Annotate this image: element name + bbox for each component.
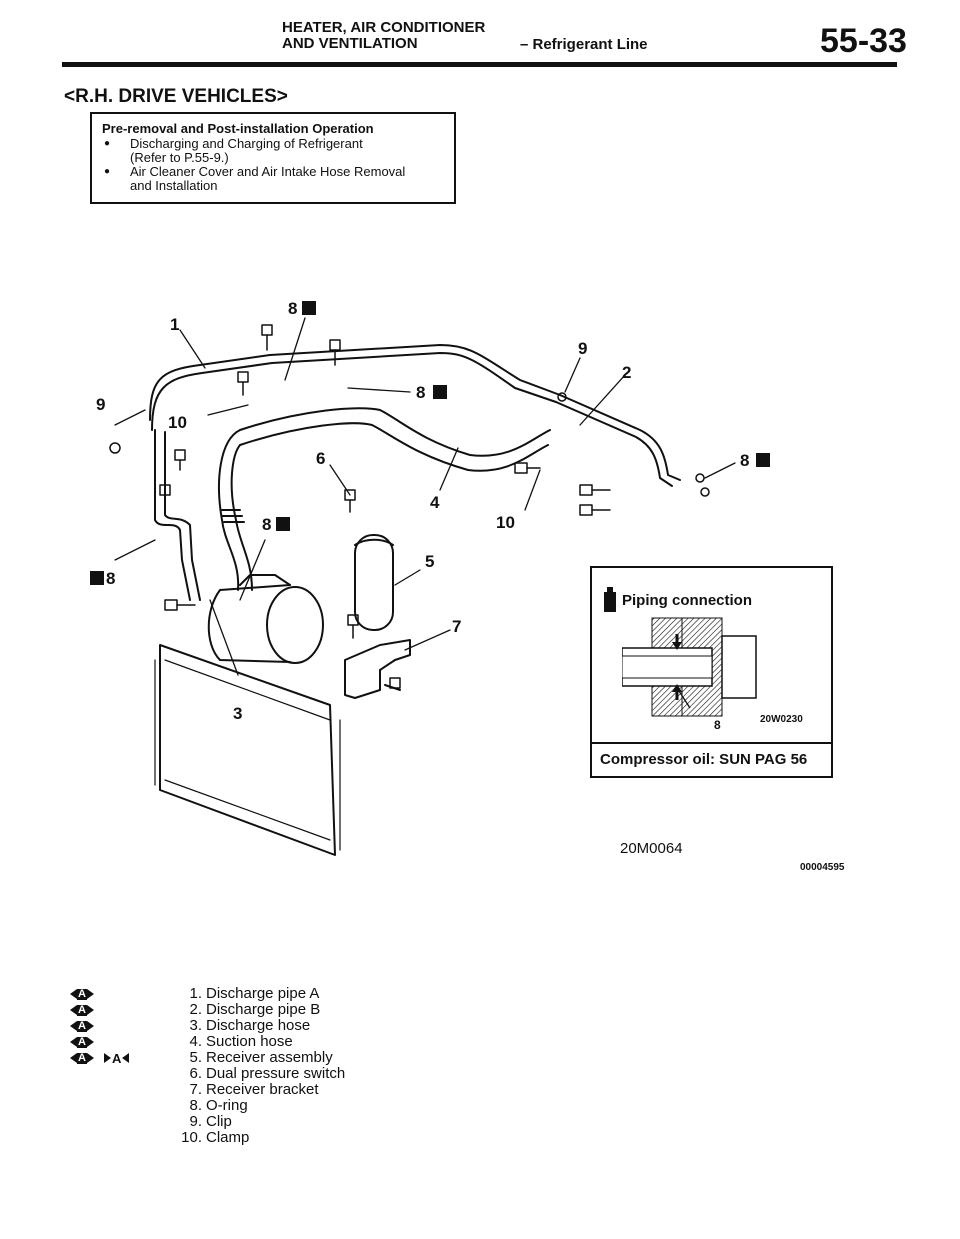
callout-1: 1 — [170, 315, 179, 334]
callout-8-top: 8 — [288, 299, 297, 318]
legend-row: 10.Clamp — [70, 1130, 380, 1146]
piping-connection-figure — [622, 617, 757, 717]
legend-item-text: Receiver assembly — [206, 1049, 333, 1066]
pre-removal-item-2-cont: and Installation — [130, 178, 218, 193]
pre-removal-item-1: Discharging and Charging of Refrigerant — [102, 137, 444, 152]
pre-removal-title: Pre-removal and Post-installation Operat… — [102, 121, 374, 136]
figure-code-page: 00004595 — [800, 862, 845, 873]
callout-8-left: 8 — [106, 569, 115, 588]
receiver-bracket — [344, 639, 411, 699]
removal-service-point-icon: A — [70, 1036, 94, 1048]
discharge-pipe-b — [559, 394, 681, 481]
legend-marks: A — [70, 1036, 180, 1048]
legend-item: 8.O-ring — [180, 1098, 380, 1114]
removal-service-point-icon: A — [70, 1004, 94, 1016]
legend-item-number: 4. — [189, 1033, 202, 1050]
subsection-title: – Refrigerant Line — [520, 36, 648, 53]
discharge-pipe-a — [149, 344, 561, 421]
callout-6: 6 — [316, 449, 325, 468]
piping-connection-inset: Piping connection 8 20W0230 Compressor o… — [590, 566, 833, 778]
pre-removal-item-1-ref: (Refer to P.55-9.) — [130, 150, 229, 165]
legend-item-number: 8. — [189, 1097, 202, 1114]
legend-marks: A — [70, 1020, 180, 1032]
legend-item-text: Suction hose — [206, 1033, 293, 1050]
legend-item-text: Receiver bracket — [206, 1081, 319, 1098]
legend-row: A 4.Suction hose — [70, 1034, 380, 1050]
pre-removal-box: Pre-removal and Post-installation Operat… — [90, 112, 456, 204]
legend-item-number: 10. — [181, 1129, 202, 1146]
callout-7: 7 — [452, 617, 461, 636]
inset-figure-code: 20W0230 — [760, 714, 803, 725]
legend-item-number: 2. — [189, 1001, 202, 1018]
legend-marks: A — [70, 988, 180, 1000]
installation-service-point-icon: A — [103, 1051, 130, 1066]
callout-9-left: 9 — [96, 395, 105, 414]
callout-2: 2 — [622, 363, 631, 382]
discharge-hose — [154, 429, 191, 601]
legend-item: 2.Discharge pipe B — [180, 1002, 380, 1018]
removal-service-point-icon: A — [70, 988, 94, 1000]
legend-row: 6.Dual pressure switch — [70, 1066, 380, 1082]
legend-item: 9.Clip — [180, 1114, 380, 1130]
legend-item: 10.Clamp — [180, 1130, 380, 1146]
suction-hose — [239, 407, 551, 457]
legend-row: 9.Clip — [70, 1114, 380, 1130]
vehicle-heading: <R.H. DRIVE VEHICLES> — [64, 86, 288, 107]
inset-part-label: 8 — [714, 718, 721, 732]
callout-10-left: 10 — [168, 413, 187, 432]
legend-item-number: 7. — [189, 1081, 202, 1098]
legend-row: A 3.Discharge hose — [70, 1018, 380, 1034]
legend-item: 4.Suction hose — [180, 1034, 380, 1050]
pre-removal-item-2: Air Cleaner Cover and Air Intake Hose Re… — [102, 165, 444, 180]
legend-item-number: 9. — [189, 1113, 202, 1130]
removal-service-point-icon: A — [70, 1052, 94, 1064]
legend-item-number: 3. — [189, 1017, 202, 1034]
legend-item-text: Discharge pipe B — [206, 1001, 321, 1018]
legend-item-text: Discharge pipe A — [206, 985, 320, 1002]
legend-item: 5.Receiver assembly — [180, 1050, 380, 1066]
legend-row: A 2.Discharge pipe B — [70, 1002, 380, 1018]
callout-10-right: 10 — [496, 513, 515, 532]
section-title-line2: AND VENTILATION — [282, 35, 418, 52]
legend-row: 7.Receiver bracket — [70, 1082, 380, 1098]
legend-marks: A — [70, 1004, 180, 1016]
legend-item-text: Clamp — [206, 1129, 250, 1146]
callout-8-center: 8 — [262, 515, 271, 534]
legend-item-text: Clip — [206, 1113, 232, 1130]
inset-title: Piping connection — [622, 592, 752, 609]
section-title: HEATER, AIR CONDITIONER AND VENTILATION — [282, 20, 485, 52]
callout-9-right: 9 — [578, 339, 587, 358]
legend-row: A 1.Discharge pipe A — [70, 986, 380, 1002]
callout-4: 4 — [430, 493, 440, 512]
legend-item-number: 1. — [189, 985, 202, 1002]
condenser — [159, 644, 336, 856]
legend-item: 3.Discharge hose — [180, 1018, 380, 1034]
section-title-line1: HEATER, AIR CONDITIONER — [282, 19, 486, 36]
refrigerant-line-diagram: 1 9 10 6 4 10 9 2 5 7 3 8 8 8 8 8 — [90, 299, 770, 856]
parts-legend: A 1.Discharge pipe A A 2.Discharge pipe B A 3… — [70, 986, 380, 1146]
legend-item-text: O-ring — [206, 1097, 248, 1114]
compressor — [266, 586, 324, 664]
legend-item-number: 5. — [189, 1049, 202, 1066]
page-number: 55-33 — [820, 22, 907, 60]
callout-5: 5 — [425, 552, 434, 571]
legend-item-text: Dual pressure switch — [206, 1065, 346, 1082]
figure-code-main: 20M0064 — [620, 840, 683, 857]
legend-item-number: 6. — [189, 1065, 202, 1082]
callout-8-mid: 8 — [416, 383, 425, 402]
oil-can-icon — [604, 587, 616, 612]
header-rule — [62, 62, 897, 67]
callout-8-right: 8 — [740, 451, 749, 470]
legend-item: 7.Receiver bracket — [180, 1082, 380, 1098]
compressor-oil-note: Compressor oil: SUN PAG 56 — [592, 742, 831, 776]
callout-3: 3 — [233, 704, 242, 723]
legend-item-text: Discharge hose — [206, 1017, 311, 1034]
legend-row: 8.O-ring — [70, 1098, 380, 1114]
legend-item: 6.Dual pressure switch — [180, 1066, 380, 1082]
legend-item: 1.Discharge pipe A — [180, 986, 380, 1002]
receiver-assembly — [354, 534, 394, 631]
removal-service-point-icon: A — [70, 1020, 94, 1032]
